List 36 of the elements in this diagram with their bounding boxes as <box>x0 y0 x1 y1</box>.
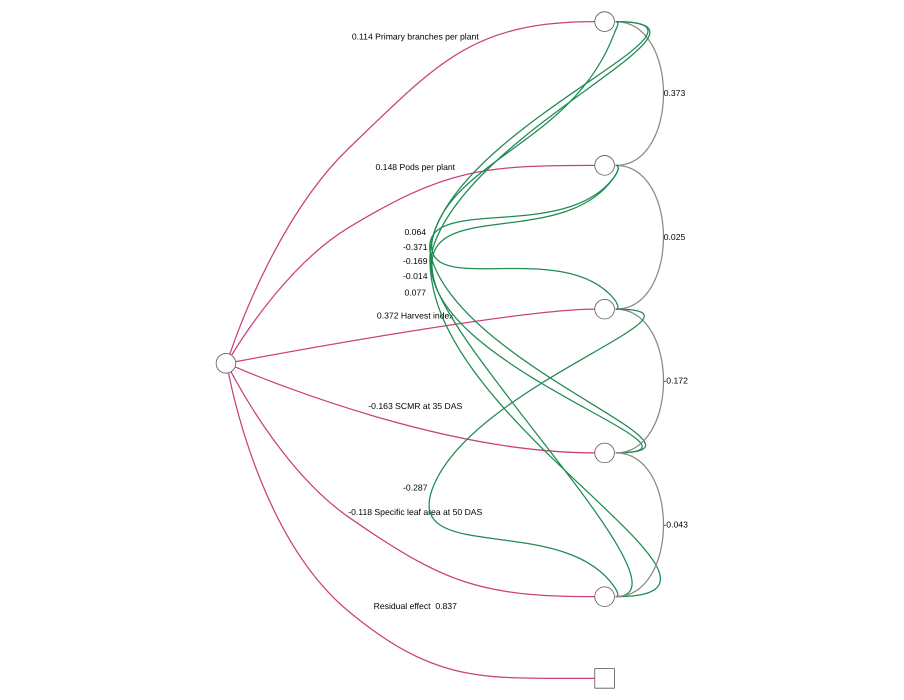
edge-label: 0.114 Primary branches per plant <box>352 32 479 42</box>
node-circle <box>594 586 615 607</box>
connector <box>230 371 595 598</box>
node-circle <box>594 442 615 464</box>
connector <box>431 21 650 454</box>
edge-label: -0.172 <box>663 376 688 386</box>
connector <box>615 452 664 598</box>
node-circle <box>216 353 236 374</box>
edge-label: 0.077 <box>404 288 426 298</box>
connector <box>236 308 595 362</box>
edge-label: -0.287 <box>403 482 428 492</box>
connector <box>228 372 595 680</box>
node-box <box>594 668 615 689</box>
edge-label: -0.043 <box>663 519 688 530</box>
connector <box>615 308 664 454</box>
edge-label: 0.064 <box>404 227 426 238</box>
edge-label: -0.371 <box>403 242 428 252</box>
edge-label: -0.163 SCMR at 35 DAS <box>368 400 462 411</box>
connector <box>231 164 595 356</box>
node-circle <box>594 155 615 176</box>
node-circle <box>594 11 615 32</box>
edge-label: -0.014 <box>403 271 428 282</box>
connector <box>430 22 660 598</box>
connector <box>229 21 595 354</box>
edge-label: 0.025 <box>664 232 686 242</box>
connector <box>615 164 664 310</box>
connector <box>432 21 648 310</box>
connector <box>615 21 664 166</box>
edge-label: Residual effect 0.837 <box>374 601 457 612</box>
node-circle <box>594 298 615 320</box>
connector <box>428 308 644 597</box>
edge-label: 0.373 <box>664 88 686 98</box>
connector <box>234 366 595 454</box>
edge-label: -0.169 <box>403 256 428 266</box>
edge-label: 0.148 Pods per plant <box>375 162 456 172</box>
connector <box>431 165 632 598</box>
